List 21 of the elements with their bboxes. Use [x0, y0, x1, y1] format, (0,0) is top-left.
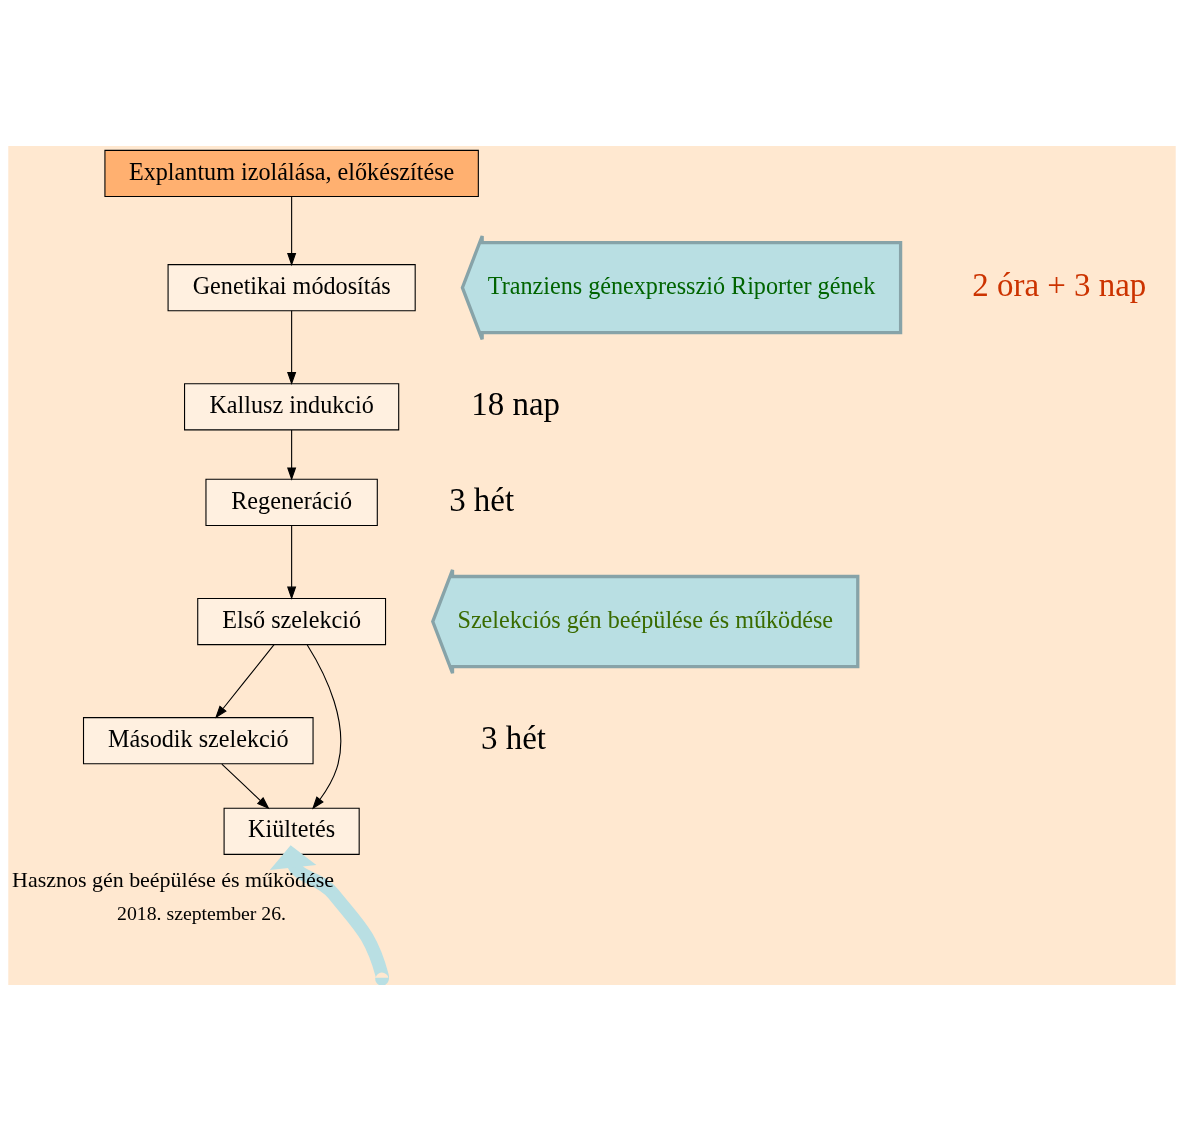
edge-label: Hasznos gén beépülése és működése	[12, 866, 334, 892]
node-box: Explantum izolálása, előkészítése	[104, 149, 479, 197]
arrow	[287, 429, 297, 481]
label: 3 hét	[449, 481, 515, 518]
node-box: Regeneráció	[205, 478, 378, 526]
arrow	[269, 844, 389, 984]
node-box: Második szelekció	[82, 716, 314, 764]
node-box: Kiültetés	[223, 807, 360, 855]
node-box: Genetikai módosítás	[167, 263, 416, 311]
arrow	[221, 763, 270, 809]
label: 2 óra + 3 nap	[972, 266, 1147, 303]
node-box: Első szelekció	[197, 597, 387, 645]
label: 3 hét	[481, 719, 546, 756]
label: 2018. szeptember 26.	[117, 901, 287, 924]
label: 18 nap	[471, 385, 561, 422]
arrow	[287, 309, 297, 385]
arrow	[215, 643, 275, 719]
arrow	[287, 195, 297, 266]
arrow	[306, 643, 342, 810]
node-box: Kallusz indukció	[184, 382, 400, 430]
arrow	[287, 524, 297, 600]
